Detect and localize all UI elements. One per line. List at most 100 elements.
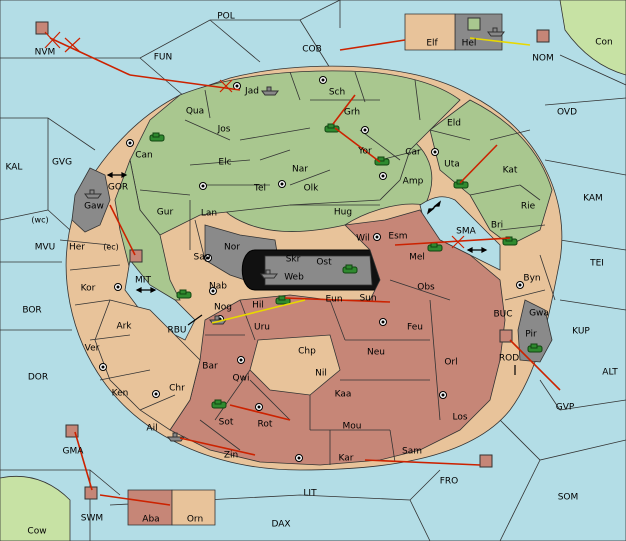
fleet-icon xyxy=(167,432,185,442)
label-province-gur: Gur xyxy=(157,208,174,218)
label-province-uta: Uta xyxy=(444,160,460,170)
label-outer-cow: Cow xyxy=(27,527,46,537)
province-pir[interactable] xyxy=(517,299,553,363)
label-outer-fun: FUN xyxy=(154,53,173,63)
province-gaw[interactable] xyxy=(71,167,111,233)
label-province-hel: Hel xyxy=(462,39,477,49)
depot-icon xyxy=(499,329,513,343)
label-province-neu: Neu xyxy=(367,348,385,358)
army-icon xyxy=(176,289,192,299)
fleet-icon xyxy=(84,189,102,199)
label-province-zin: Zin xyxy=(224,451,238,461)
label-outer-tei: TEI xyxy=(589,259,604,269)
label-outer-kam: KAM xyxy=(583,194,603,204)
label-outer-bor: BOR xyxy=(22,306,41,316)
label-province-kor: Kor xyxy=(81,284,96,294)
fleet-icon xyxy=(487,27,505,37)
label-outer-kal: KAL xyxy=(6,163,23,173)
label-province-jos: Jos xyxy=(217,125,231,135)
label-province-obs: Obs xyxy=(417,283,435,293)
province-cow[interactable] xyxy=(0,475,71,541)
sea-mit[interactable] xyxy=(124,259,196,341)
label-province-can: Can xyxy=(135,151,153,161)
label-province-rot: Rot xyxy=(258,420,273,430)
label-province-web: Web xyxy=(284,273,304,283)
label-outer-con: Con xyxy=(595,38,613,48)
label-province-bri: Bri xyxy=(491,221,503,231)
label-province-sam: Sam xyxy=(402,447,422,457)
label-province-skr: Skr xyxy=(286,255,301,265)
label-province-nor: Nor xyxy=(224,243,240,253)
label-outer-kup: KUP xyxy=(572,327,590,337)
label-province-sap: Sap xyxy=(194,253,211,263)
label-province-rie: Rie xyxy=(521,202,536,212)
label-province-jad: Jad xyxy=(244,87,259,97)
label-outer-nom: NOM xyxy=(532,54,554,64)
fleet-icon xyxy=(260,269,278,279)
province-borders xyxy=(59,71,556,465)
label-province-eld: Eld xyxy=(447,119,461,129)
label-province-ec: (ec) xyxy=(103,243,119,252)
label-province-olk: Olk xyxy=(304,184,320,194)
label-province-ver: Ver xyxy=(85,344,100,354)
label-province-gor: GOR xyxy=(108,183,128,193)
label-province-grh: Grh xyxy=(344,108,360,118)
army-icon xyxy=(427,242,443,252)
army-icon xyxy=(211,399,227,409)
label-province-feu: Feu xyxy=(407,323,423,333)
label-province-ken: Ken xyxy=(112,389,129,399)
label-province-hil: Hil xyxy=(252,301,264,311)
label-province-kaa: Kaa xyxy=(335,390,352,400)
label-province-kar: Kar xyxy=(339,454,354,464)
label-outer-dax: DAX xyxy=(271,520,290,530)
label-province-eun: Eun xyxy=(325,295,342,305)
army-icon xyxy=(502,236,518,246)
label-province-chr: Chr xyxy=(169,384,185,394)
label-province-orl: Orl xyxy=(444,358,457,368)
label-outer-nvm: NVM xyxy=(35,48,56,58)
label-province-wc: (wc) xyxy=(31,216,48,225)
label-province-mou: Mou xyxy=(343,422,362,432)
label-outer-dor: DOR xyxy=(28,373,48,383)
label-province-uru: Uru xyxy=(254,323,270,333)
label-province-nar: Nar xyxy=(292,165,308,175)
label-province-mel: Mel xyxy=(409,253,425,263)
label-outer-gma: GMA xyxy=(63,447,85,457)
label-province-elf: Elf xyxy=(426,39,438,49)
province-orn[interactable] xyxy=(171,489,216,526)
label-province-sch: Sch xyxy=(329,88,345,98)
units[interactable] xyxy=(35,17,550,500)
label-province-yor: Yor xyxy=(357,147,372,157)
label-outer-lit: LIT xyxy=(303,489,317,499)
army-icon xyxy=(342,264,358,274)
label-province-kat: Kat xyxy=(503,166,518,176)
label-province-gaw: Gaw xyxy=(84,202,104,212)
label-province-mit: MIT xyxy=(135,276,151,286)
label-province-sma: SMA xyxy=(456,227,476,237)
label-outer-fro: FRO xyxy=(440,477,459,487)
province-elf[interactable] xyxy=(404,13,456,51)
label-outer-mvu: MVU xyxy=(35,243,56,253)
supply-centers xyxy=(99,76,524,462)
army-icon xyxy=(275,295,291,305)
label-province-wil: Wil xyxy=(356,234,370,244)
label-province-lan: Lan xyxy=(201,209,217,219)
label-province-pir: Pir xyxy=(525,330,537,340)
label-province-nog: Nog xyxy=(214,303,232,313)
label-province-ail: Ail xyxy=(146,424,157,434)
army-icon xyxy=(527,343,543,353)
label-province-ark: Ark xyxy=(116,322,132,332)
label-province-aba: Aba xyxy=(142,515,159,525)
army-icon xyxy=(149,132,165,142)
label-province-amp: Amp xyxy=(403,177,424,187)
label-province-gwa: Gwa xyxy=(529,309,549,319)
label-province-sun: Sun xyxy=(359,294,376,304)
label-outer-gvg: GVG xyxy=(52,158,72,168)
label-province-qua: Qua xyxy=(186,107,204,117)
label-province-her: Her xyxy=(69,243,85,253)
label-province-tel: Tel xyxy=(253,184,266,194)
green-north-region xyxy=(129,70,461,236)
